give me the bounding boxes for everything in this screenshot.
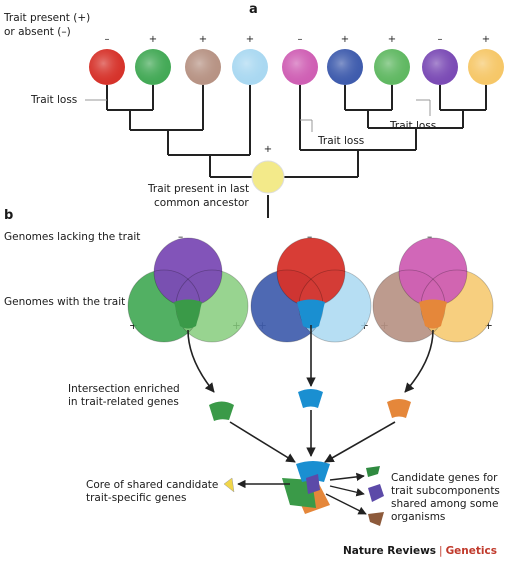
- intersection-line-1: Intersection enriched: [68, 383, 180, 395]
- panel-a-label: a: [249, 2, 258, 17]
- tip-sign: –: [105, 34, 110, 45]
- candidate-line-4: organisms: [391, 511, 446, 523]
- candidate-brown-glyph: [368, 512, 384, 526]
- legend-line-2: or absent (–): [4, 26, 71, 38]
- venn-top-circle: [399, 238, 467, 306]
- venn3-minus: –: [427, 231, 433, 243]
- core-cluster: [282, 461, 330, 514]
- core-arrows: [237, 472, 367, 515]
- credit: Nature Reviews|Genetics: [343, 545, 497, 557]
- tip-sign: –: [438, 34, 443, 45]
- tip-sign: +: [388, 34, 396, 45]
- tip-node-3: +: [185, 34, 221, 85]
- tip-sign: +: [246, 34, 254, 45]
- venn-arrows: [187, 325, 434, 463]
- output-glyphs: [223, 466, 384, 526]
- wedge-blue: [298, 389, 323, 408]
- legend-line-1: Trait present (+): [4, 12, 91, 24]
- tip-node-5: –: [282, 34, 318, 85]
- core-blue-piece: [296, 461, 330, 482]
- tip-sign: +: [341, 34, 349, 45]
- tip-sign: +: [149, 34, 157, 45]
- core-purple-piece: [306, 474, 320, 494]
- ancestor-node: [251, 160, 285, 194]
- tip-node-2: +: [135, 34, 171, 85]
- venn2-minus: –: [307, 231, 313, 243]
- wedge-green: [209, 401, 234, 421]
- venn-diagrams: [127, 237, 494, 343]
- ancestor-sign: +: [264, 144, 272, 155]
- candidate-purple-glyph: [368, 484, 384, 502]
- tree-branches: [106, 85, 487, 218]
- genomes-with-label: Genomes with the trait: [4, 296, 126, 308]
- venn-2: [250, 237, 372, 343]
- tip-node-6: +: [327, 34, 363, 85]
- candidate-line-3: shared among some: [391, 498, 499, 510]
- venn1-minus: –: [178, 231, 184, 243]
- candidate-line-2: trait subcomponents: [391, 485, 500, 497]
- venn-intersection: [419, 299, 447, 329]
- ancestor-line-1: Trait present in last: [148, 183, 250, 195]
- venn-intersection: [297, 299, 325, 329]
- tip-sign: –: [298, 34, 303, 45]
- credit-section: Genetics: [445, 545, 497, 557]
- trait-loss-label-2: Trait loss: [318, 135, 365, 147]
- tip-node-8: –: [422, 34, 458, 85]
- venn-intersection: [174, 299, 202, 329]
- wedge-orange: [387, 399, 411, 418]
- venn3-plus-right: +: [484, 320, 493, 332]
- candidate-line-1: Candidate genes for: [391, 472, 498, 484]
- panel-b-label: b: [4, 208, 14, 223]
- tip-sign: +: [199, 34, 207, 45]
- venn-3: [372, 237, 494, 343]
- tip-node-7: +: [374, 34, 410, 85]
- trait-loss-label-1: Trait loss: [31, 94, 78, 106]
- intersection-line-2: in trait-related genes: [68, 396, 179, 408]
- core-line-2: trait-specific genes: [86, 492, 187, 504]
- venn-1: [127, 237, 249, 343]
- candidate-green-glyph: [366, 466, 380, 477]
- tip-node-1: –: [89, 34, 125, 85]
- tip-node-9: +: [468, 34, 504, 85]
- trait-loss-leaders: [85, 99, 431, 132]
- tip-node-4: +: [232, 34, 268, 85]
- intersection-wedges: [209, 389, 411, 421]
- venn1-plus-left: +: [129, 320, 138, 332]
- ancestor-line-2: common ancestor: [154, 197, 249, 209]
- core-candidate-glyph: [223, 477, 235, 493]
- tip-sign: +: [482, 34, 490, 45]
- credit-separator: |: [439, 545, 443, 557]
- core-line-1: Core of shared candidate: [86, 479, 219, 491]
- phylogenetic-tree: + – + + + – + + – +: [85, 34, 504, 218]
- venn-top-circle: [154, 238, 222, 306]
- genomes-lacking-label: Genomes lacking the trait: [4, 231, 141, 243]
- credit-journal: Nature Reviews: [342, 545, 437, 557]
- venn-top-circle: [277, 238, 345, 306]
